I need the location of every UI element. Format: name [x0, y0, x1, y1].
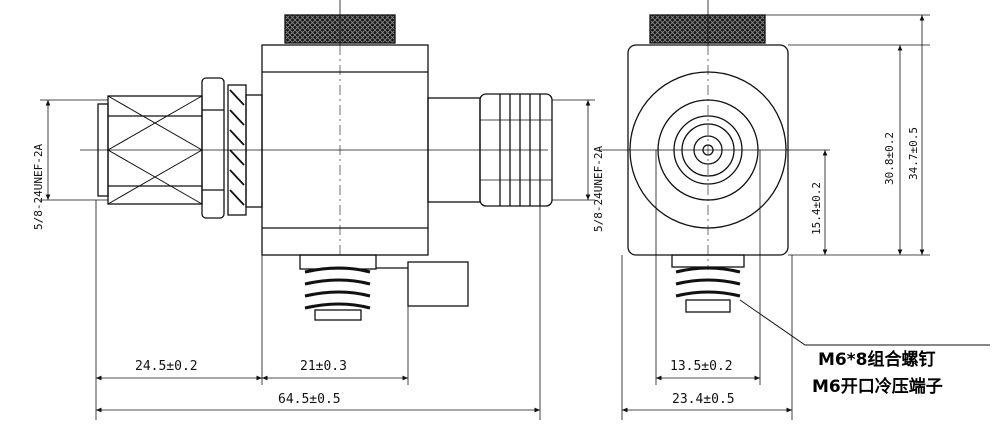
dim-center-height: 15.4±0.2	[810, 182, 823, 235]
dim-total-height: 34.7±0.5	[907, 127, 920, 180]
dim-total-length: 64.5±0.5	[278, 392, 341, 407]
left-thread-dimension	[40, 99, 108, 201]
side-horizontal-dimensions	[95, 200, 541, 420]
callout-terminal: M6开口冷压端子	[812, 376, 943, 397]
flange-circle	[629, 71, 787, 229]
dim-left-length: 24.5±0.2	[135, 359, 198, 374]
left-thread-label: 5/8-24UNEF-2A	[32, 144, 45, 230]
callout-leader	[739, 299, 990, 346]
front-knurled-nut	[649, 14, 766, 44]
right-thread-label: 5/8-24UNEF-2A	[592, 146, 605, 232]
left-connector	[97, 95, 204, 205]
dim-bottom-width: 13.5±0.2	[670, 359, 733, 374]
callout-screw: M6*8组合螺钉	[818, 349, 935, 370]
ground-screw	[299, 254, 469, 321]
dim-middle-length: 21±0.3	[300, 359, 347, 374]
front-ground-screw	[671, 254, 745, 313]
front-horizontal-dimensions	[621, 150, 793, 420]
side-view: 5/8-24UNEF-2A 5/8-24UNEF-2A 24.5±0.2 21±…	[32, 0, 605, 420]
front-view: 15.4±0.2 30.8±0.2 34.7±0.5 13.5±0.2 23.4…	[600, 0, 990, 420]
dim-front-width: 23.4±0.5	[672, 392, 735, 407]
right-connector	[427, 93, 553, 207]
front-vertical-dimensions	[765, 14, 930, 256]
dim-inner-height: 30.8±0.2	[883, 132, 896, 185]
bulkhead-nut-stack	[201, 77, 263, 219]
cold-press-terminal	[407, 261, 469, 307]
right-thread-dimension	[552, 99, 595, 201]
